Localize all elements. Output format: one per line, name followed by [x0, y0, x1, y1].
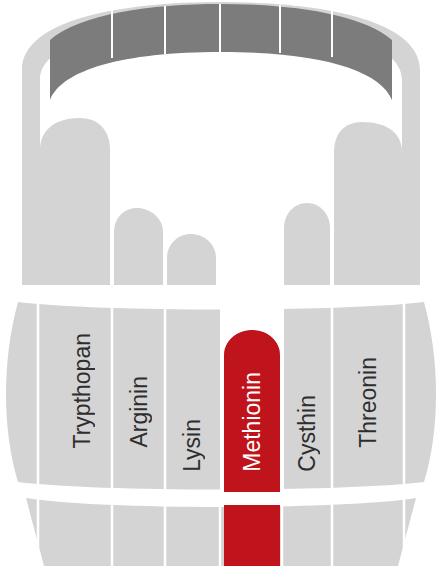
amino-acid-label: Threonin	[357, 357, 380, 448]
amino-acid-label: Arginin	[128, 376, 151, 448]
barrel-stave: Cysthin	[289, 304, 325, 472]
barrel-stave: Arginin	[121, 304, 157, 448]
amino-acid-label: Cysthin	[296, 395, 319, 472]
barrel-stave: Lysin	[174, 304, 210, 472]
amino-acid-label: Trypthopan	[71, 333, 94, 449]
barrel-stave: Threonin	[350, 304, 386, 448]
amino-acid-label: Methionin	[241, 372, 264, 472]
amino-acid-label: Lysin	[181, 419, 204, 472]
barrel-stave: Methionin	[234, 336, 270, 472]
barrel-stave: Trypthopan	[64, 304, 100, 448]
